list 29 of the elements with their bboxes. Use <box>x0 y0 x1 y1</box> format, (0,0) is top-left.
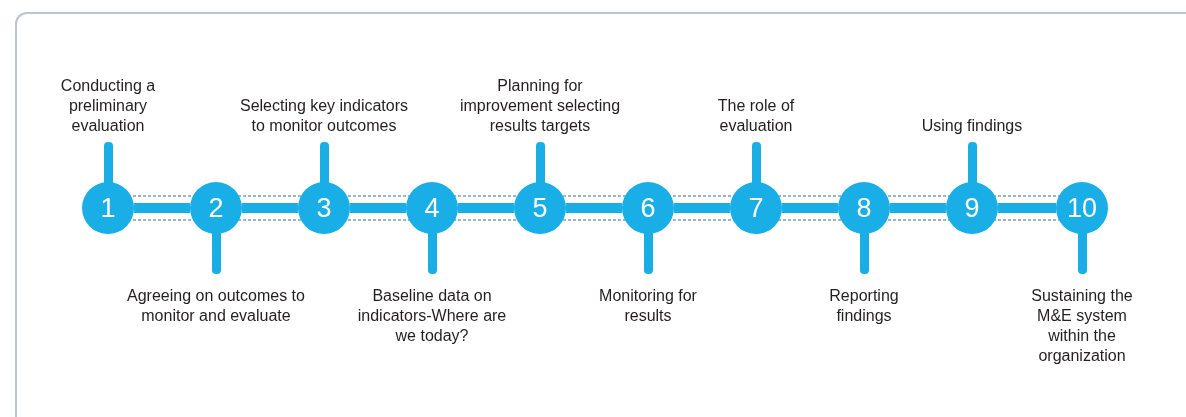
step-label: Conducting a preliminary evaluation <box>59 76 157 136</box>
step-label: The role of evaluation <box>716 96 796 136</box>
connector-line <box>890 203 946 213</box>
step-circle: 10 <box>1056 182 1108 234</box>
connector-line <box>566 203 622 213</box>
connector-line <box>134 203 190 213</box>
step-label: Baseline data on indicators-Where are we today? <box>356 286 508 346</box>
connector-line <box>674 203 730 213</box>
step-circle: 3 <box>298 182 350 234</box>
step-label: Monitoring for results <box>598 286 698 326</box>
step-circle: 5 <box>514 182 566 234</box>
step-circle: 6 <box>622 182 674 234</box>
step-label: Using findings <box>920 116 1024 136</box>
step-label: Planning for improvement selecting results targets <box>458 76 622 136</box>
connector-line <box>458 203 514 213</box>
step-label: Sustaining the M&E system within the organization <box>1030 286 1134 366</box>
step-circle: 9 <box>946 182 998 234</box>
step-circle: 1 <box>82 182 134 234</box>
step-circle: 7 <box>730 182 782 234</box>
step-circle: 2 <box>190 182 242 234</box>
connector-line <box>350 203 406 213</box>
step-circle: 4 <box>406 182 458 234</box>
step-label: Selecting key indicators to monitor outcomes <box>239 96 409 136</box>
connector-line <box>782 203 838 213</box>
step-label: Reporting findings <box>828 286 900 326</box>
connector-line <box>242 203 298 213</box>
connector-line <box>998 203 1056 213</box>
step-label: Agreeing on outcomes to monitor and evaluate <box>126 286 306 326</box>
step-circle: 8 <box>838 182 890 234</box>
